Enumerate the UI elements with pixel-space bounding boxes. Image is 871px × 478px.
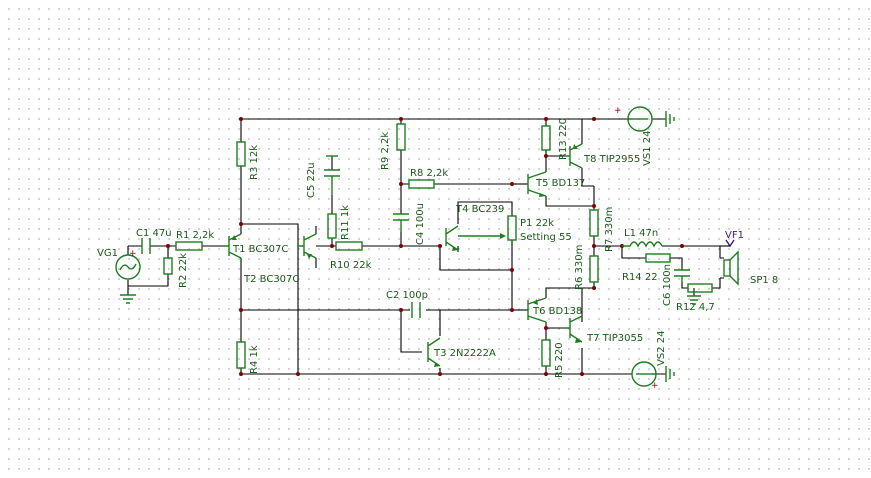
c5-capacitor[interactable] (324, 155, 340, 195)
r8-resistor[interactable] (408, 179, 435, 189)
svg-text:+: + (129, 249, 137, 259)
label-r13: R13 220 (558, 118, 569, 160)
svg-text:+: + (614, 106, 622, 116)
vg1-source[interactable]: + (115, 249, 141, 304)
svg-text:+: + (651, 381, 659, 391)
c1-capacitor[interactable] (141, 238, 151, 254)
r13-resistor[interactable] (541, 125, 551, 151)
vs1-source[interactable]: + (614, 106, 675, 132)
label-t1: T1 BC307C (232, 244, 288, 255)
label-r10: R10 22k (330, 260, 372, 271)
label-vg1: VG1 (97, 248, 118, 259)
junctions (166, 117, 684, 376)
label-c5: C5 22u (306, 162, 317, 198)
label-r6: R6 330m (574, 245, 585, 290)
label-t6: T6 BD138 (532, 306, 582, 317)
t7-transistor[interactable] (564, 315, 583, 343)
label-t2: T2 BC307C (243, 274, 299, 285)
label-t8: T8 TIP2955 (583, 154, 640, 165)
r11-resistor[interactable] (327, 213, 337, 239)
label-sp1: SP1 8 (750, 275, 778, 286)
r2-resistor[interactable] (163, 257, 173, 275)
sp1-speaker[interactable] (720, 250, 739, 286)
r14-resistor[interactable] (645, 253, 671, 263)
label-c4: C4 100u (415, 203, 426, 245)
label-c1: C1 47u (136, 228, 172, 239)
r4-resistor[interactable] (236, 341, 246, 369)
label-r11: R11 1k (340, 205, 351, 240)
label-r8: R8 2,2k (410, 168, 448, 179)
l1-inductor[interactable] (622, 241, 663, 248)
t3-transistor[interactable] (427, 337, 441, 367)
p1-potentiometer[interactable] (507, 215, 517, 241)
label-p1: P1 22k (520, 218, 554, 229)
label-t7: T7 TIP3055 (586, 333, 643, 344)
wires (127, 118, 721, 375)
c2-capacitor[interactable] (411, 302, 421, 318)
label-r7: R7 330m (604, 207, 615, 252)
t4-transistor[interactable] (445, 225, 506, 251)
label-t5: T5 BD137 (535, 178, 585, 189)
label-t4: T4 BC239 (455, 204, 504, 215)
r10-resistor[interactable] (335, 241, 363, 251)
label-r5: R5 220 (554, 342, 565, 378)
label-t3: T3 2N2222A (433, 348, 496, 359)
t5-transistor[interactable] (527, 171, 547, 197)
vs2-source[interactable]: + (631, 361, 675, 391)
label-vf1: VF1 (725, 230, 744, 241)
label-r12: R12 4,7 (676, 302, 715, 313)
label-r2: R2 22k (178, 253, 189, 288)
label-r14: R14 22 (622, 272, 658, 283)
label-vs1: VS1 24 (642, 131, 653, 166)
ground-r12 (687, 295, 701, 305)
vf1-probe[interactable] (720, 239, 735, 248)
r1-resistor[interactable] (175, 241, 203, 251)
label-c2: C2 100p (386, 290, 428, 301)
r5-resistor[interactable] (541, 339, 551, 367)
c6-capacitor[interactable] (674, 269, 690, 282)
c4-capacitor[interactable] (393, 213, 409, 232)
label-r1: R1 2,2k (176, 230, 214, 241)
t2-transistor[interactable] (298, 233, 317, 259)
t1-transistor[interactable] (223, 233, 242, 259)
t8-transistor[interactable] (564, 143, 583, 169)
r12-resistor[interactable] (687, 283, 713, 293)
r6-resistor[interactable] (589, 255, 599, 283)
r7-resistor[interactable] (589, 209, 599, 237)
label-vs2: VS2 24 (656, 331, 667, 366)
label-p1-setting: Setting 55 (520, 232, 572, 243)
r9-resistor[interactable] (396, 123, 406, 151)
labels: VG1 C1 47u R1 2,2k R2 22k T1 BC307C T2 B… (97, 118, 778, 378)
t6-transistor[interactable] (527, 297, 547, 323)
label-r9: R9 2,2k (380, 132, 391, 170)
label-c6: C6 100n (662, 264, 673, 306)
label-l1: L1 47n (624, 228, 658, 239)
label-r3: R3 12k (249, 145, 260, 180)
label-r4: R4 1k (249, 345, 260, 374)
r3-resistor[interactable] (236, 141, 246, 167)
